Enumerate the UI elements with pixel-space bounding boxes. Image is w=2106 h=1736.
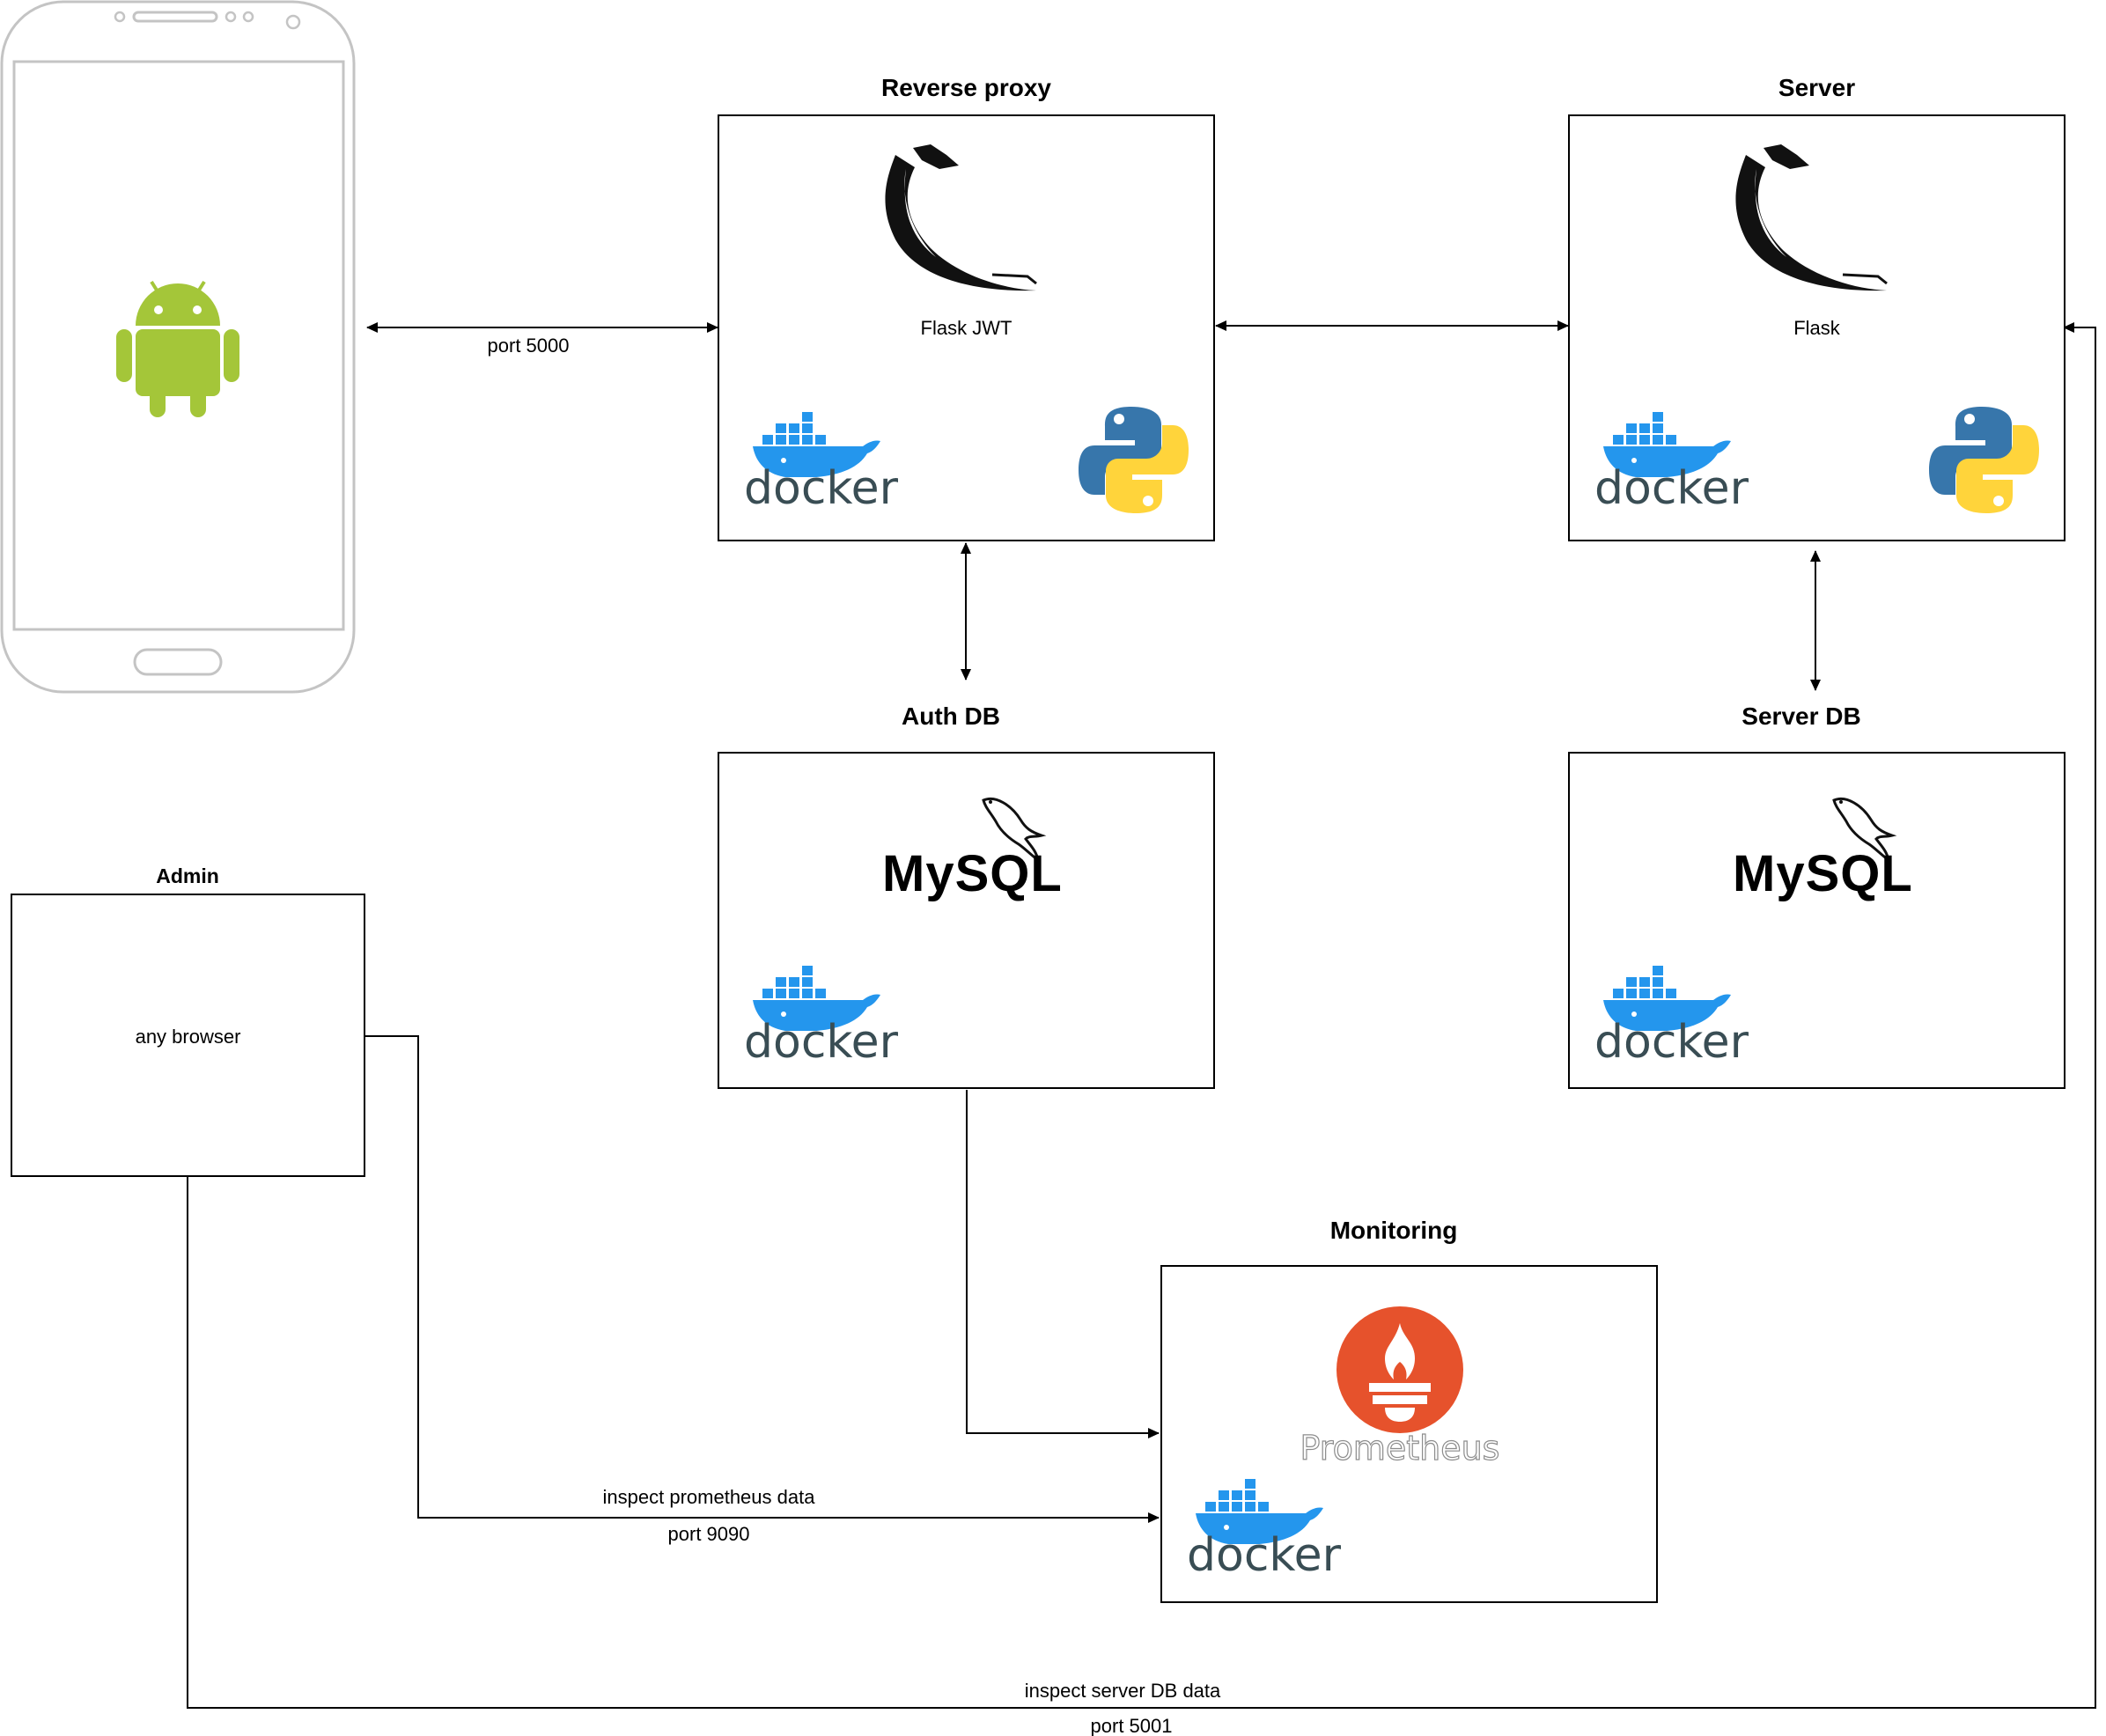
edge-authdb-monitoring <box>966 1090 1160 1438</box>
server-db-box: MySQL docker <box>1568 752 2066 1089</box>
docker-wordmark: docker <box>1187 1529 1342 1582</box>
docker-icon: docker <box>1594 410 1749 521</box>
edge-label-port-9090: port 9090 <box>667 1523 750 1545</box>
server-box: Flask docker <box>1568 114 2066 541</box>
edge-label-inspect-prometheus: inspect prometheus data <box>602 1486 815 1508</box>
prometheus-icon: Prometheus <box>1299 1304 1510 1471</box>
docker-icon: docker <box>1187 1477 1341 1588</box>
admin-label: any browser <box>135 1026 241 1048</box>
flask-icon <box>1711 143 1896 305</box>
mysql-icon: MySQL <box>882 793 1062 908</box>
admin-box: any browser <box>11 894 365 1177</box>
flask-icon <box>860 143 1045 305</box>
edge-admin-monitoring <box>365 1035 1160 1523</box>
mysql-wordmark: MySQL <box>1733 845 1913 902</box>
docker-wordmark: docker <box>744 1016 899 1069</box>
reverse-proxy-label: Flask JWT <box>920 317 1012 339</box>
phone-device <box>0 0 356 695</box>
android-icon <box>116 275 239 417</box>
docker-icon: docker <box>1594 964 1749 1075</box>
docker-wordmark: docker <box>1594 462 1749 515</box>
auth-db-box: MySQL docker <box>718 752 1215 1089</box>
docker-wordmark: docker <box>744 462 899 515</box>
reverse-proxy-title: Reverse proxy <box>880 74 1051 101</box>
server-label: Flask <box>1793 317 1840 339</box>
mysql-wordmark: MySQL <box>882 845 1063 902</box>
admin-title: Admin <box>156 864 219 887</box>
docker-icon: docker <box>744 410 898 521</box>
docker-icon: docker <box>744 964 898 1075</box>
prometheus-wordmark: Prometheus <box>1300 1428 1500 1468</box>
python-icon <box>1929 405 2039 515</box>
edge-admin-server <box>187 322 2096 1709</box>
reverse-proxy-box: Flask JWT docker <box>718 114 1215 541</box>
server-title: Server <box>1778 74 1856 101</box>
python-icon <box>1079 405 1189 515</box>
monitoring-title: Monitoring <box>1329 1217 1458 1244</box>
server-db-title: Server DB <box>1742 702 1861 730</box>
edge-label-port-5000: port 5000 <box>487 335 570 357</box>
auth-db-title: Auth DB <box>902 702 1000 730</box>
edge-label-inspect-server-db: inspect server DB data <box>1024 1680 1221 1702</box>
docker-wordmark: docker <box>1594 1016 1749 1069</box>
edge-label-port-5001: port 5001 <box>1090 1715 1173 1736</box>
monitoring-box: Prometheus docker <box>1160 1265 1658 1603</box>
mysql-icon: MySQL <box>1733 793 1912 908</box>
